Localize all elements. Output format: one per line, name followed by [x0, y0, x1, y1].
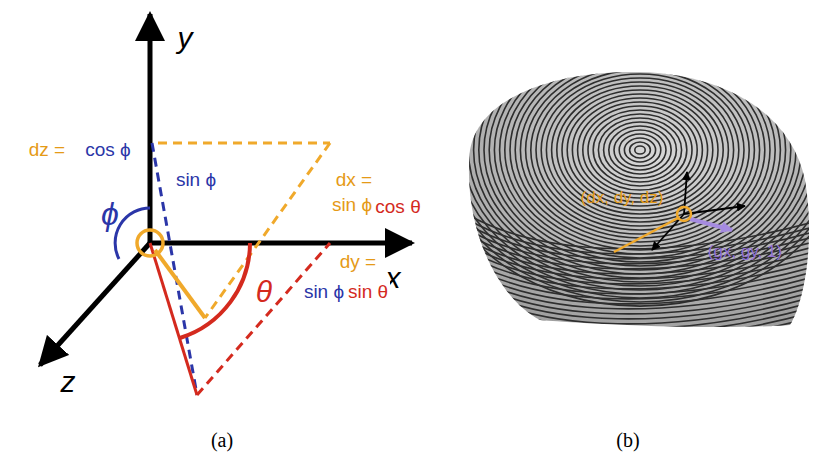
fingerprint [437, 0, 830, 344]
vector-label: (dx, dy, dz) [581, 188, 664, 208]
formula-part: sin ϕ [174, 169, 218, 191]
axis-label: z [61, 365, 76, 400]
formula-part: cos ϕ [83, 139, 133, 161]
ridge-line [515, 54, 765, 246]
ridge-line [468, 18, 811, 282]
ridge-line [453, 6, 827, 294]
angle-label: ϕ [101, 196, 119, 233]
vector-label: (gx, gy, 1) [708, 242, 782, 262]
axis-label: y [178, 21, 193, 56]
ridge-line [541, 74, 739, 226]
ridge-line [526, 62, 755, 238]
formula-part: dy = [338, 251, 378, 273]
ridge-line [510, 50, 770, 250]
ridge-line [460, 300, 820, 339]
ridge-line [624, 138, 655, 162]
ridge-line [505, 46, 775, 254]
axes [40, 14, 412, 365]
formula-part: sin θ [346, 281, 390, 303]
ridge-line [460, 225, 820, 264]
panel-caption: (a) [211, 429, 233, 452]
origin-circle [137, 230, 163, 256]
ridge-line [546, 78, 733, 222]
ridge-line [588, 110, 692, 190]
angle-label: θ [256, 275, 272, 310]
phi-arc [115, 208, 150, 259]
ridge-line [604, 122, 677, 178]
ridge-line [552, 82, 729, 218]
theta-arc [180, 243, 250, 338]
ridge-line [572, 98, 707, 202]
ridge-line [562, 90, 718, 210]
direction-vector [614, 218, 678, 252]
ridge-line [619, 134, 661, 166]
ridge-line [583, 106, 697, 194]
ridge-line [460, 305, 820, 344]
ridge-line [474, 22, 807, 278]
ridge-line [500, 42, 781, 258]
local-axes [652, 172, 745, 250]
formula-part: sin ϕ [302, 281, 346, 303]
ridge-line [494, 38, 785, 262]
ridge-line [635, 146, 645, 154]
ridge-line [489, 34, 791, 266]
ridge-line [630, 142, 651, 158]
gradient-arrow [690, 219, 732, 230]
ridge-line [593, 114, 687, 186]
ridge-line [578, 102, 703, 198]
point-circle [677, 207, 691, 221]
ridge-line [437, 0, 830, 306]
direction-vector [155, 250, 205, 318]
ridge-line [460, 295, 820, 334]
ridge-line [442, 0, 830, 302]
panel-caption: (b) [616, 429, 639, 452]
formula-part: sin ϕ [330, 194, 374, 216]
ridge-line [531, 66, 749, 234]
ridge-line [484, 30, 796, 270]
formula-part: cos θ [373, 196, 422, 218]
ridge-line [458, 10, 822, 290]
ridge-line [557, 86, 723, 214]
red-line [150, 243, 197, 395]
ridge-line [448, 2, 830, 298]
ridge-line [614, 130, 666, 170]
ridge-line [536, 70, 744, 230]
ridge-line [598, 118, 681, 182]
formula-part: dx = [334, 169, 374, 191]
ridge-line [609, 126, 671, 174]
ridge-line [520, 58, 759, 242]
formula-part: dz = [27, 139, 67, 161]
